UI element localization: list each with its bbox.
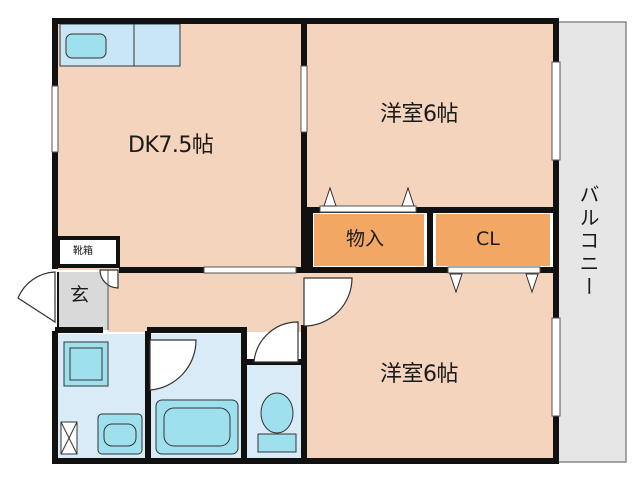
bathtub-icon [155,399,239,455]
western-room-bottom-label: 洋室6帖 [380,362,459,387]
dk-label: DK7.5帖 [128,133,214,158]
wash-basin-icon [97,413,143,455]
toilet-tank-icon [257,433,297,453]
hallway-floor [108,270,304,332]
kitchen-sink-icon [65,33,107,59]
entrance-floor [58,272,108,330]
toilet-bowl-icon [260,392,294,434]
washing-machine-icon [63,341,109,387]
western-room-top-label: 洋室6帖 [380,102,459,127]
closet-label: CL [476,228,500,250]
entrance-label: 玄 [70,284,90,306]
sliding-doors [203,65,541,274]
storage-floor [314,214,424,266]
closet-floor [436,214,550,266]
shoe-box-label: 靴箱 [73,246,93,257]
balcony [555,21,627,463]
western-room-top-floor [306,24,554,210]
swing-doors [17,269,353,391]
balcony-label: バルコニー [576,184,600,299]
shoe-box [56,236,120,268]
storage-label: 物入 [346,228,385,250]
windows [51,61,561,417]
